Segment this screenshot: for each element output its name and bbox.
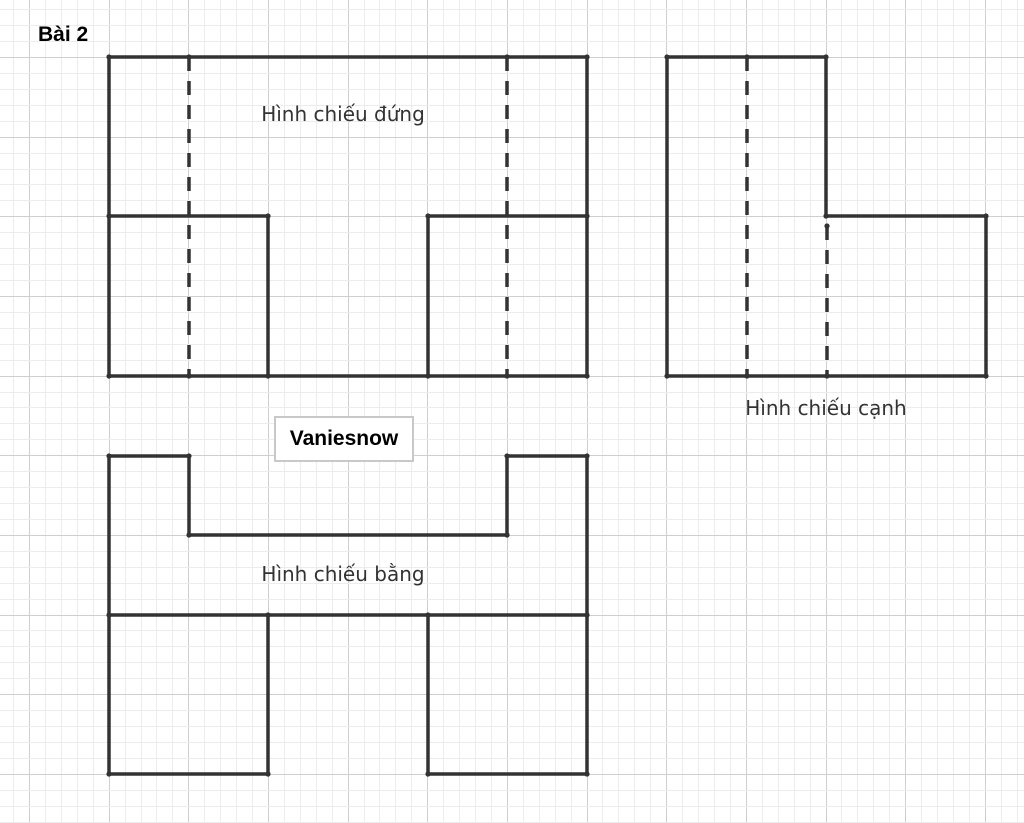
vertex-dot — [106, 213, 112, 219]
vertex-dot — [744, 54, 750, 60]
vertex-dot — [584, 453, 590, 459]
vertex-dot — [186, 54, 192, 60]
vertex-dot — [504, 453, 510, 459]
vertex-dot — [584, 373, 590, 379]
vertex-dot — [106, 54, 112, 60]
vertex-dot — [983, 373, 989, 379]
vertex-dot — [265, 612, 271, 618]
vertex-dot — [106, 612, 112, 618]
vertex-dot — [823, 54, 829, 60]
watermark-text: Vaniesnow — [289, 427, 399, 450]
front-view-label: Hình chiếu đứng — [261, 102, 425, 126]
vertex-dot — [425, 373, 431, 379]
vertex-dot — [823, 213, 829, 219]
vertex-dot — [265, 373, 271, 379]
vertex-dot — [664, 54, 670, 60]
vertex-dots — [106, 54, 989, 777]
vertex-dot — [425, 771, 431, 777]
vertex-dot — [106, 453, 112, 459]
vertex-dot — [504, 532, 510, 538]
top-view-left-leg — [107, 613, 270, 776]
vertex-dot — [186, 532, 192, 538]
vertex-dot — [425, 612, 431, 618]
top-view-right-leg — [426, 613, 589, 776]
vertex-dot — [504, 54, 510, 60]
vertex-dot — [824, 373, 830, 379]
vertex-dot — [106, 373, 112, 379]
vertex-dot — [584, 213, 590, 219]
watermark-box: Vaniesnow — [274, 416, 414, 462]
vertex-dot — [265, 213, 271, 219]
vertex-dot — [584, 771, 590, 777]
vertex-dot — [186, 373, 192, 379]
top-view-label: Hình chiếu bằng — [261, 562, 425, 586]
vertex-dot — [664, 373, 670, 379]
vertex-dot — [106, 771, 112, 777]
vertex-dot — [824, 223, 830, 229]
top-view-upper-outline — [107, 454, 589, 617]
side-view-label: Hình chiếu cạnh — [745, 396, 907, 420]
vertex-dot — [186, 453, 192, 459]
vertex-dot — [983, 213, 989, 219]
vertex-dot — [425, 213, 431, 219]
vertex-dot — [504, 373, 510, 379]
vertex-dot — [265, 771, 271, 777]
vertex-dot — [584, 54, 590, 60]
top-view-drawing — [107, 454, 589, 776]
vertex-dot — [584, 612, 590, 618]
exercise-title: Bài 2 — [38, 23, 89, 46]
vertex-dot — [744, 373, 750, 379]
